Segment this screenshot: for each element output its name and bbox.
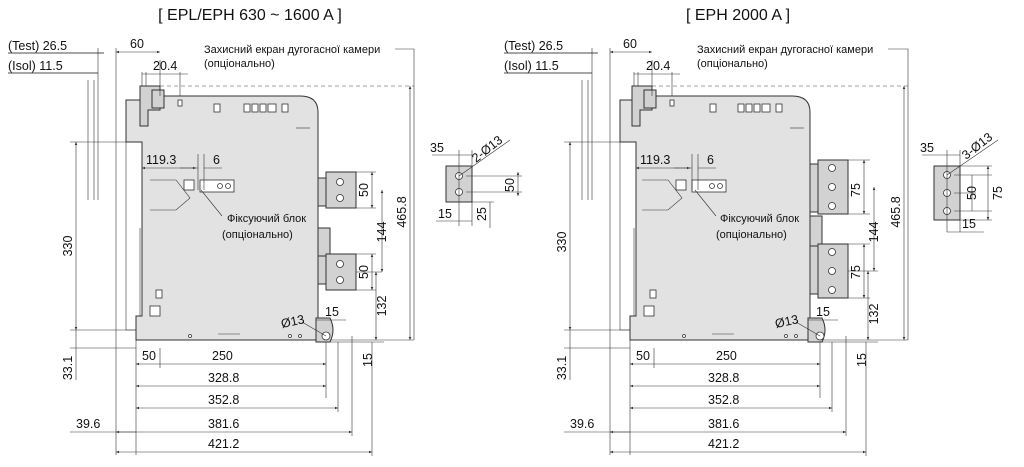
right-dim-75-top: 75 — [849, 183, 863, 197]
right-dim-39-6: 39.6 — [570, 417, 594, 431]
left-dim-15-hole: 15 — [325, 305, 339, 319]
right-shield-note: Захисний екран дугогасної камери — [697, 44, 873, 56]
right-term-holes: 3-Ø13 — [959, 130, 995, 162]
right-dim-50-h: 50 — [636, 349, 650, 363]
right-test-dim: (Test) 26.5 — [504, 39, 563, 53]
left-term-holes: 2-Ø13 — [469, 133, 505, 165]
right-dim-144: 144 — [867, 222, 881, 243]
right-lock-note-optional: (опціонально) — [716, 229, 787, 241]
right-term-dim-15: 15 — [962, 217, 976, 231]
left-dim-250: 250 — [212, 349, 233, 363]
left-breaker-body — [125, 85, 357, 343]
left-title: [ EPL/EPH 630 ~ 1600 A ] — [158, 7, 342, 24]
left-drawing: [ EPL/EPH 630 ~ 1600 A ] — [8, 7, 522, 456]
right-dim-6: 6 — [707, 153, 714, 167]
right-lock-note: Фіксуючий блок — [720, 213, 799, 225]
left-dim-330: 330 — [61, 236, 75, 257]
right-dim-33-1: 33.1 — [555, 356, 569, 380]
right-dim-75-bot: 75 — [849, 265, 863, 279]
left-dim-15-v: 15 — [361, 353, 375, 367]
left-dim-328-8: 328.8 — [208, 371, 239, 385]
right-dim-352-8: 352.8 — [708, 393, 739, 407]
right-dim-119-3: 119.3 — [640, 153, 670, 167]
right-term-dim-35: 35 — [920, 141, 934, 155]
left-dim-50-top: 50 — [357, 183, 371, 197]
left-shield-note: Захисний екран дугогасної камери — [204, 44, 380, 56]
right-dim-328-8: 328.8 — [708, 371, 739, 385]
right-drawing: [ EPH 2000 A ] — [504, 7, 1005, 456]
left-dim-132: 132 — [375, 296, 389, 317]
left-terminal-detail: 35 2-Ø13 50 15 25 — [430, 133, 522, 228]
right-dim-421-2: 421.2 — [708, 437, 739, 451]
left-test-dim: (Test) 26.5 — [8, 39, 67, 53]
left-dim-50-h: 50 — [142, 349, 156, 363]
right-dim-330: 330 — [555, 232, 569, 253]
right-term-dim-75: 75 — [991, 186, 1005, 200]
left-term-dim-50: 50 — [503, 178, 517, 192]
left-hole-dim: Ø13 — [280, 312, 306, 331]
left-dim-465-8: 465.8 — [395, 196, 409, 227]
right-dim-250: 250 — [716, 349, 737, 363]
left-dim-381-6: 381.6 — [208, 417, 239, 431]
right-dim-132: 132 — [867, 304, 881, 325]
left-dim-421-2: 421.2 — [208, 437, 239, 451]
left-term-dim-25: 25 — [475, 207, 489, 221]
left-lock-note-optional: (опціонально) — [222, 229, 293, 241]
right-dim-60: 60 — [623, 37, 637, 51]
left-lock-note: Фіксуючий блок — [227, 213, 306, 225]
right-dim-15-v: 15 — [855, 353, 869, 367]
left-dim-144: 144 — [375, 222, 389, 243]
right-isol-dim: (Isol) 11.5 — [504, 59, 559, 73]
right-hole-dim: Ø13 — [774, 312, 800, 331]
left-isol-dim: (Isol) 11.5 — [8, 59, 63, 73]
left-dim-20-4: 20.4 — [153, 59, 177, 73]
left-dim-33-1: 33.1 — [61, 356, 75, 380]
left-dim-119-3: 119.3 — [146, 153, 176, 167]
left-dim-352-8: 352.8 — [208, 393, 239, 407]
right-breaker-body — [619, 85, 849, 343]
left-term-dim-15: 15 — [438, 207, 452, 221]
left-dim-60: 60 — [130, 37, 144, 51]
right-term-dim-50: 50 — [965, 186, 979, 200]
right-dim-15-hole: 15 — [816, 305, 830, 319]
right-terminal-detail: 35 3-Ø13 50 75 15 — [920, 130, 1005, 233]
right-shield-note-optional: (опціонально) — [697, 58, 768, 70]
left-term-dim-35: 35 — [430, 141, 444, 155]
left-shield-note-optional: (опціонально) — [204, 58, 275, 70]
right-dim-381-6: 381.6 — [708, 417, 739, 431]
right-dim-20-4: 20.4 — [646, 59, 670, 73]
right-title: [ EPH 2000 A ] — [686, 7, 790, 24]
left-dim-39-6: 39.6 — [76, 417, 100, 431]
right-dim-465-8: 465.8 — [889, 196, 903, 227]
left-dim-6: 6 — [213, 153, 220, 167]
